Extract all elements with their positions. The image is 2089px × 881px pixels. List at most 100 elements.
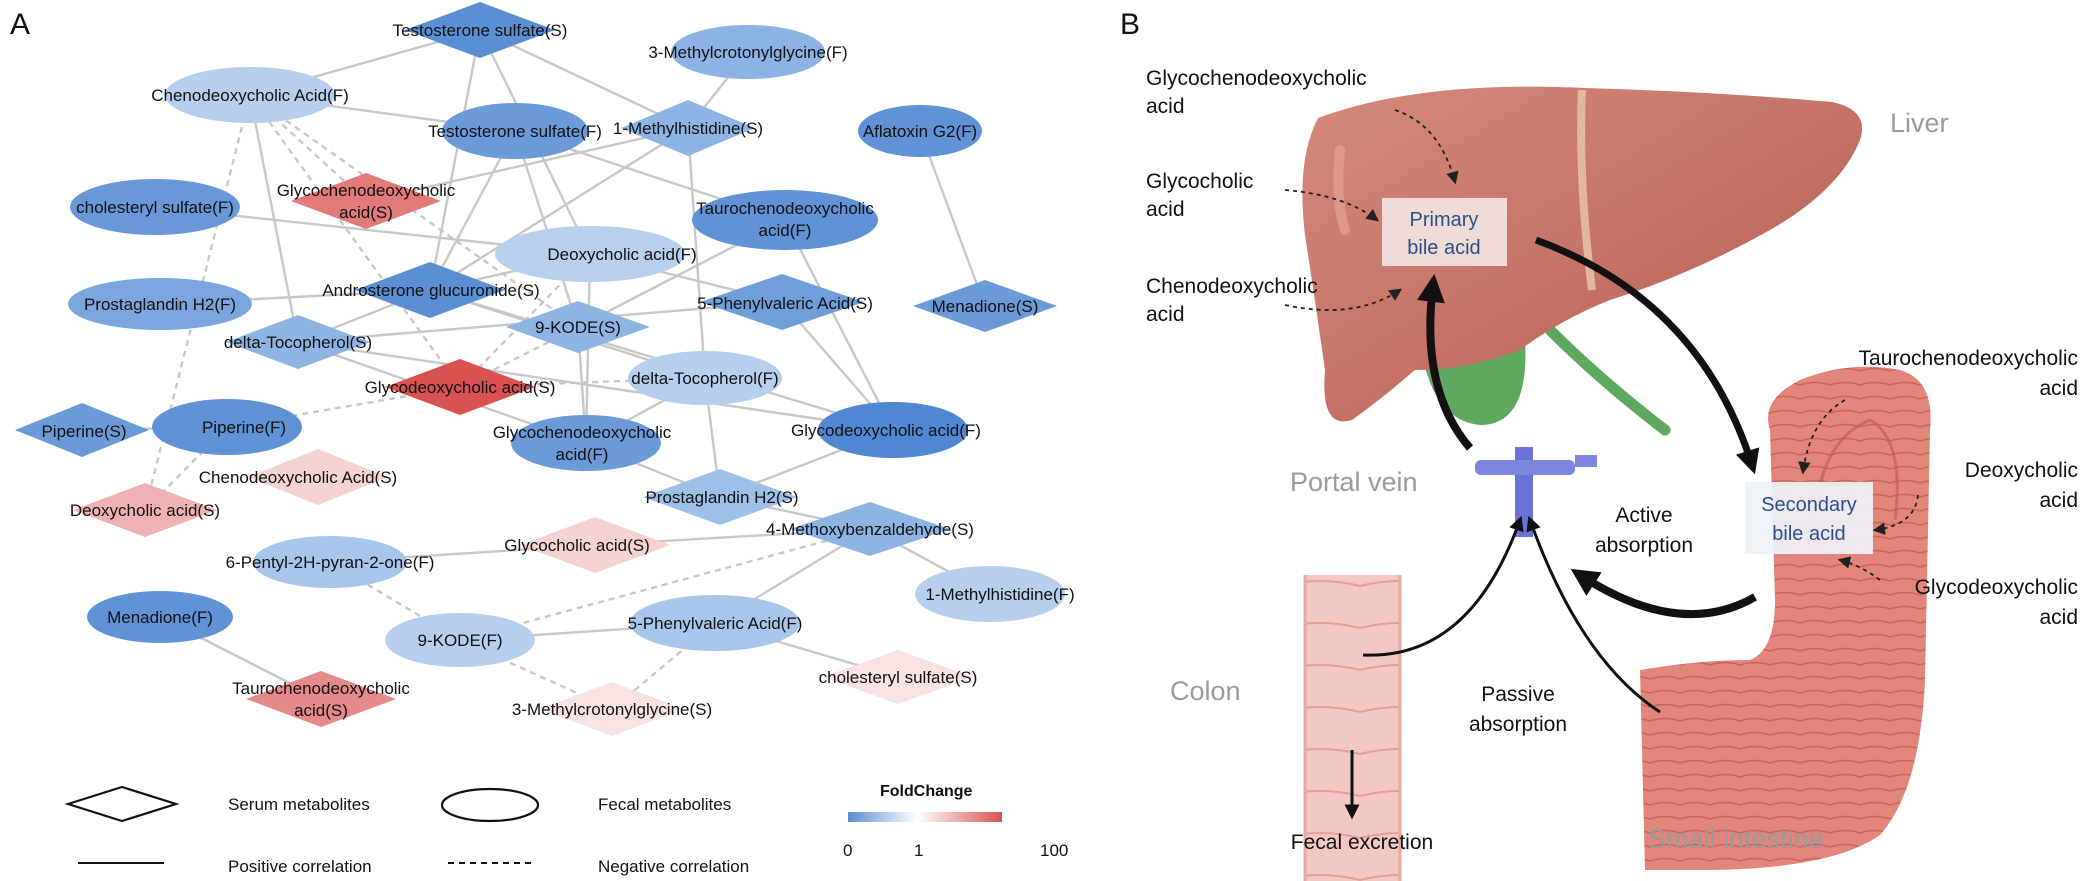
node-diamond-piperine_s [15,403,149,457]
positive-edge-chenodeoxycholic_acid_f-delta_tocopherol_s [248,94,300,343]
network-node-cholesteryl_sulfate_f: cholesteryl sulfate(F) [70,179,240,235]
network-node-methylhistidine_f: 1-Methylhistidine(F) [915,566,1075,622]
negative-edge-piperine_f-deoxycholic_acid_s [144,426,228,511]
network-node-delta_tocopherol_f: delta-Tocopherol(F) [628,351,782,405]
positive-edge-delta_tocopherol_s-glycodeoxycholic_acid_f [297,340,894,432]
node-ellipse-cholesteryl_sulfate_f [70,179,240,235]
network-node-menadione_f: Menadione(F) [87,591,233,643]
legend-negative-label: Negative correlation [598,857,749,876]
node-ellipse-piperine_f [152,399,302,455]
secondary-acid-1-line2: acid [2039,377,2078,400]
network-node-testosterone_sulfate_s: Testosterone sulfate(S) [393,2,567,58]
positive-edge-testosterone_sulfate_s-methylhistidine_s [479,28,689,130]
node-label-chenodeoxycholic_acid_s: Chenodeoxycholic Acid(S) [199,468,397,487]
intestine-fold [1813,418,1899,521]
node-label-pentyl_pyranone_f: 6-Pentyl-2H-pyran-2-one(F) [226,553,435,572]
node-diamond-cholesteryl_sulfate_s [823,650,973,704]
panel-a-letter: A [10,8,30,41]
network-node-cholesteryl_sulfate_s: cholesteryl sulfate(S) [819,650,978,704]
foldchange-tick-1: 1 [914,841,923,860]
node-label-cholesteryl_sulfate_s: cholesteryl sulfate(S) [819,668,978,687]
negative-edge-chenodeoxycholic_acid_f-glycodeoxycholic_acid_s [249,94,461,388]
secondary-box-line2: bile acid [1772,523,1845,545]
arrow-colon-to-vein [1362,515,1524,657]
positive-edge-taurochenodeoxycholic_acid_f-glycodeoxycholic_acid_f [783,219,895,431]
primary-acid-2-line2: acid [1146,198,1185,221]
node-ellipse-prostaglandin_h2_f [68,278,252,330]
node-ellipse-methylcrotonylglycine_f [671,25,825,79]
panel-b-letter: B [1120,8,1140,41]
node-label-glycodeoxycholic_acid_f: Glycodeoxycholic acid(F) [791,421,981,440]
legend-diamond-icon [64,785,180,823]
node-label-testosterone_sulfate_f: Testosterone sulfate(F) [428,122,602,141]
network-node-methoxybenzaldehyde_s: 4-Methoxybenzaldehyde(S) [766,502,974,556]
node-label-deoxycholic_acid_f: Deoxycholic acid(F) [547,245,696,264]
portal-vein-icon [1475,447,1597,537]
secondary-acid-2-line2: acid [2039,489,2078,512]
arrow-primary-acid-1 [1394,109,1459,185]
node-label-line-glycochenodeoxycholic_acid_s-0: Glycochenodeoxycholic [277,181,456,200]
arrow-active-absorption [1570,568,1757,619]
node-diamond-delta_tocopherol_s [226,315,370,369]
network-node-chenodeoxycholic_acid_s: Chenodeoxycholic Acid(S) [199,449,397,505]
node-label-methoxybenzaldehyde_s: 4-Methoxybenzaldehyde(S) [766,520,974,539]
node-label-piperine_s: Piperine(S) [41,422,126,441]
network-node-kode_s: 9-KODE(S) [506,301,650,353]
arrow-liver-to-intestine [1534,236,1760,475]
node-label-glycocholic_acid_s: Glycocholic acid(S) [504,536,650,555]
network-node-methylcrotonylglycine_f: 3-Methylcrotonylglycine(F) [648,25,848,79]
small-intestine [1640,366,1931,870]
node-label-phenylvaleric_acid_s: 5-Phenylvaleric Acid(S) [697,294,873,313]
node-diamond-glycocholic_acid_s [520,517,670,573]
node-diamond-kode_s [506,301,650,353]
liver-label: Liver [1890,108,1949,138]
arrow-passive-absorption [1526,515,1661,714]
legend-fecal-label: Fecal metabolites [598,795,731,814]
node-diamond-methoxybenzaldehyde_s [790,502,950,556]
positive-edge-methylhistidine_s-glycochenodeoxycholic_acid_s [365,126,689,203]
node-label-cholesteryl_sulfate_f: cholesteryl sulfate(F) [76,198,234,217]
arrow-primary-acid-3 [1284,288,1403,311]
legend-serum-label: Serum metabolites [228,795,370,814]
node-ellipse-menadione_f [87,591,233,643]
node-diamond-glycodeoxycholic_acid_s [385,359,535,415]
network-node-deoxycholic_acid_s: Deoxycholic acid(S) [70,483,220,537]
arrow-secondary-acid-2 [1872,494,1919,535]
legend-positive-label: Positive correlation [228,857,372,876]
node-label-menadione_f: Menadione(F) [107,608,213,627]
primary-acid-1-line1: Glycochenodeoxycholic [1146,67,1367,90]
node-ellipse-glycochenodeoxycholic_acid_f [511,415,661,471]
positive-edge-aflatoxin_g2_f-menadione_s [918,130,987,307]
network-node-menadione_s: Menadione(S) [913,280,1057,332]
small-intestine-label: Small intestine [1648,824,1824,854]
active-absorption-line2: absorption [1595,534,1693,557]
foldchange-colorbar [848,812,1002,822]
node-ellipse-testosterone_sulfate_f [442,103,588,159]
node-ellipse-methylhistidine_f [915,566,1065,622]
node-label-kode_f: 9-KODE(F) [418,631,503,650]
network-nodes: Testosterone sulfate(S) 3-Methylcrotonylg… [15,2,1075,736]
node-diamond-chenodeoxycholic_acid_s [248,449,388,505]
network-node-chenodeoxycholic_acid_f: Chenodeoxycholic Acid(F) [151,67,349,123]
active-absorption-line1: Active [1615,504,1672,527]
node-label-phenylvaleric_acid_f: 5-Phenylvaleric Acid(F) [628,614,803,633]
node-diamond-taurochenodeoxycholic_acid_s [246,671,396,727]
network-node-kode_f: 9-KODE(F) [385,613,535,667]
liver [1302,86,1863,422]
network-node-aflatoxin_g2_f: Aflatoxin G2(F) [858,105,982,157]
node-label-menadione_s: Menadione(S) [932,297,1039,316]
primary-acid-1-line2: acid [1146,95,1185,118]
network-node-piperine_s: Piperine(S) [15,403,149,457]
node-ellipse-phenylvaleric_acid_f [630,595,800,651]
node-label-glycodeoxycholic_acid_s: Glycodeoxycholic acid(S) [365,378,556,397]
network-node-glycocholic_acid_s: Glycocholic acid(S) [504,517,670,573]
node-diamond-methylcrotonylglycine_s [540,682,684,736]
node-label-delta_tocopherol_s: delta-Tocopherol(S) [224,333,372,352]
network-node-testosterone_sulfate_f: Testosterone sulfate(F) [428,103,602,159]
node-diamond-glycochenodeoxycholic_acid_s [291,173,441,229]
